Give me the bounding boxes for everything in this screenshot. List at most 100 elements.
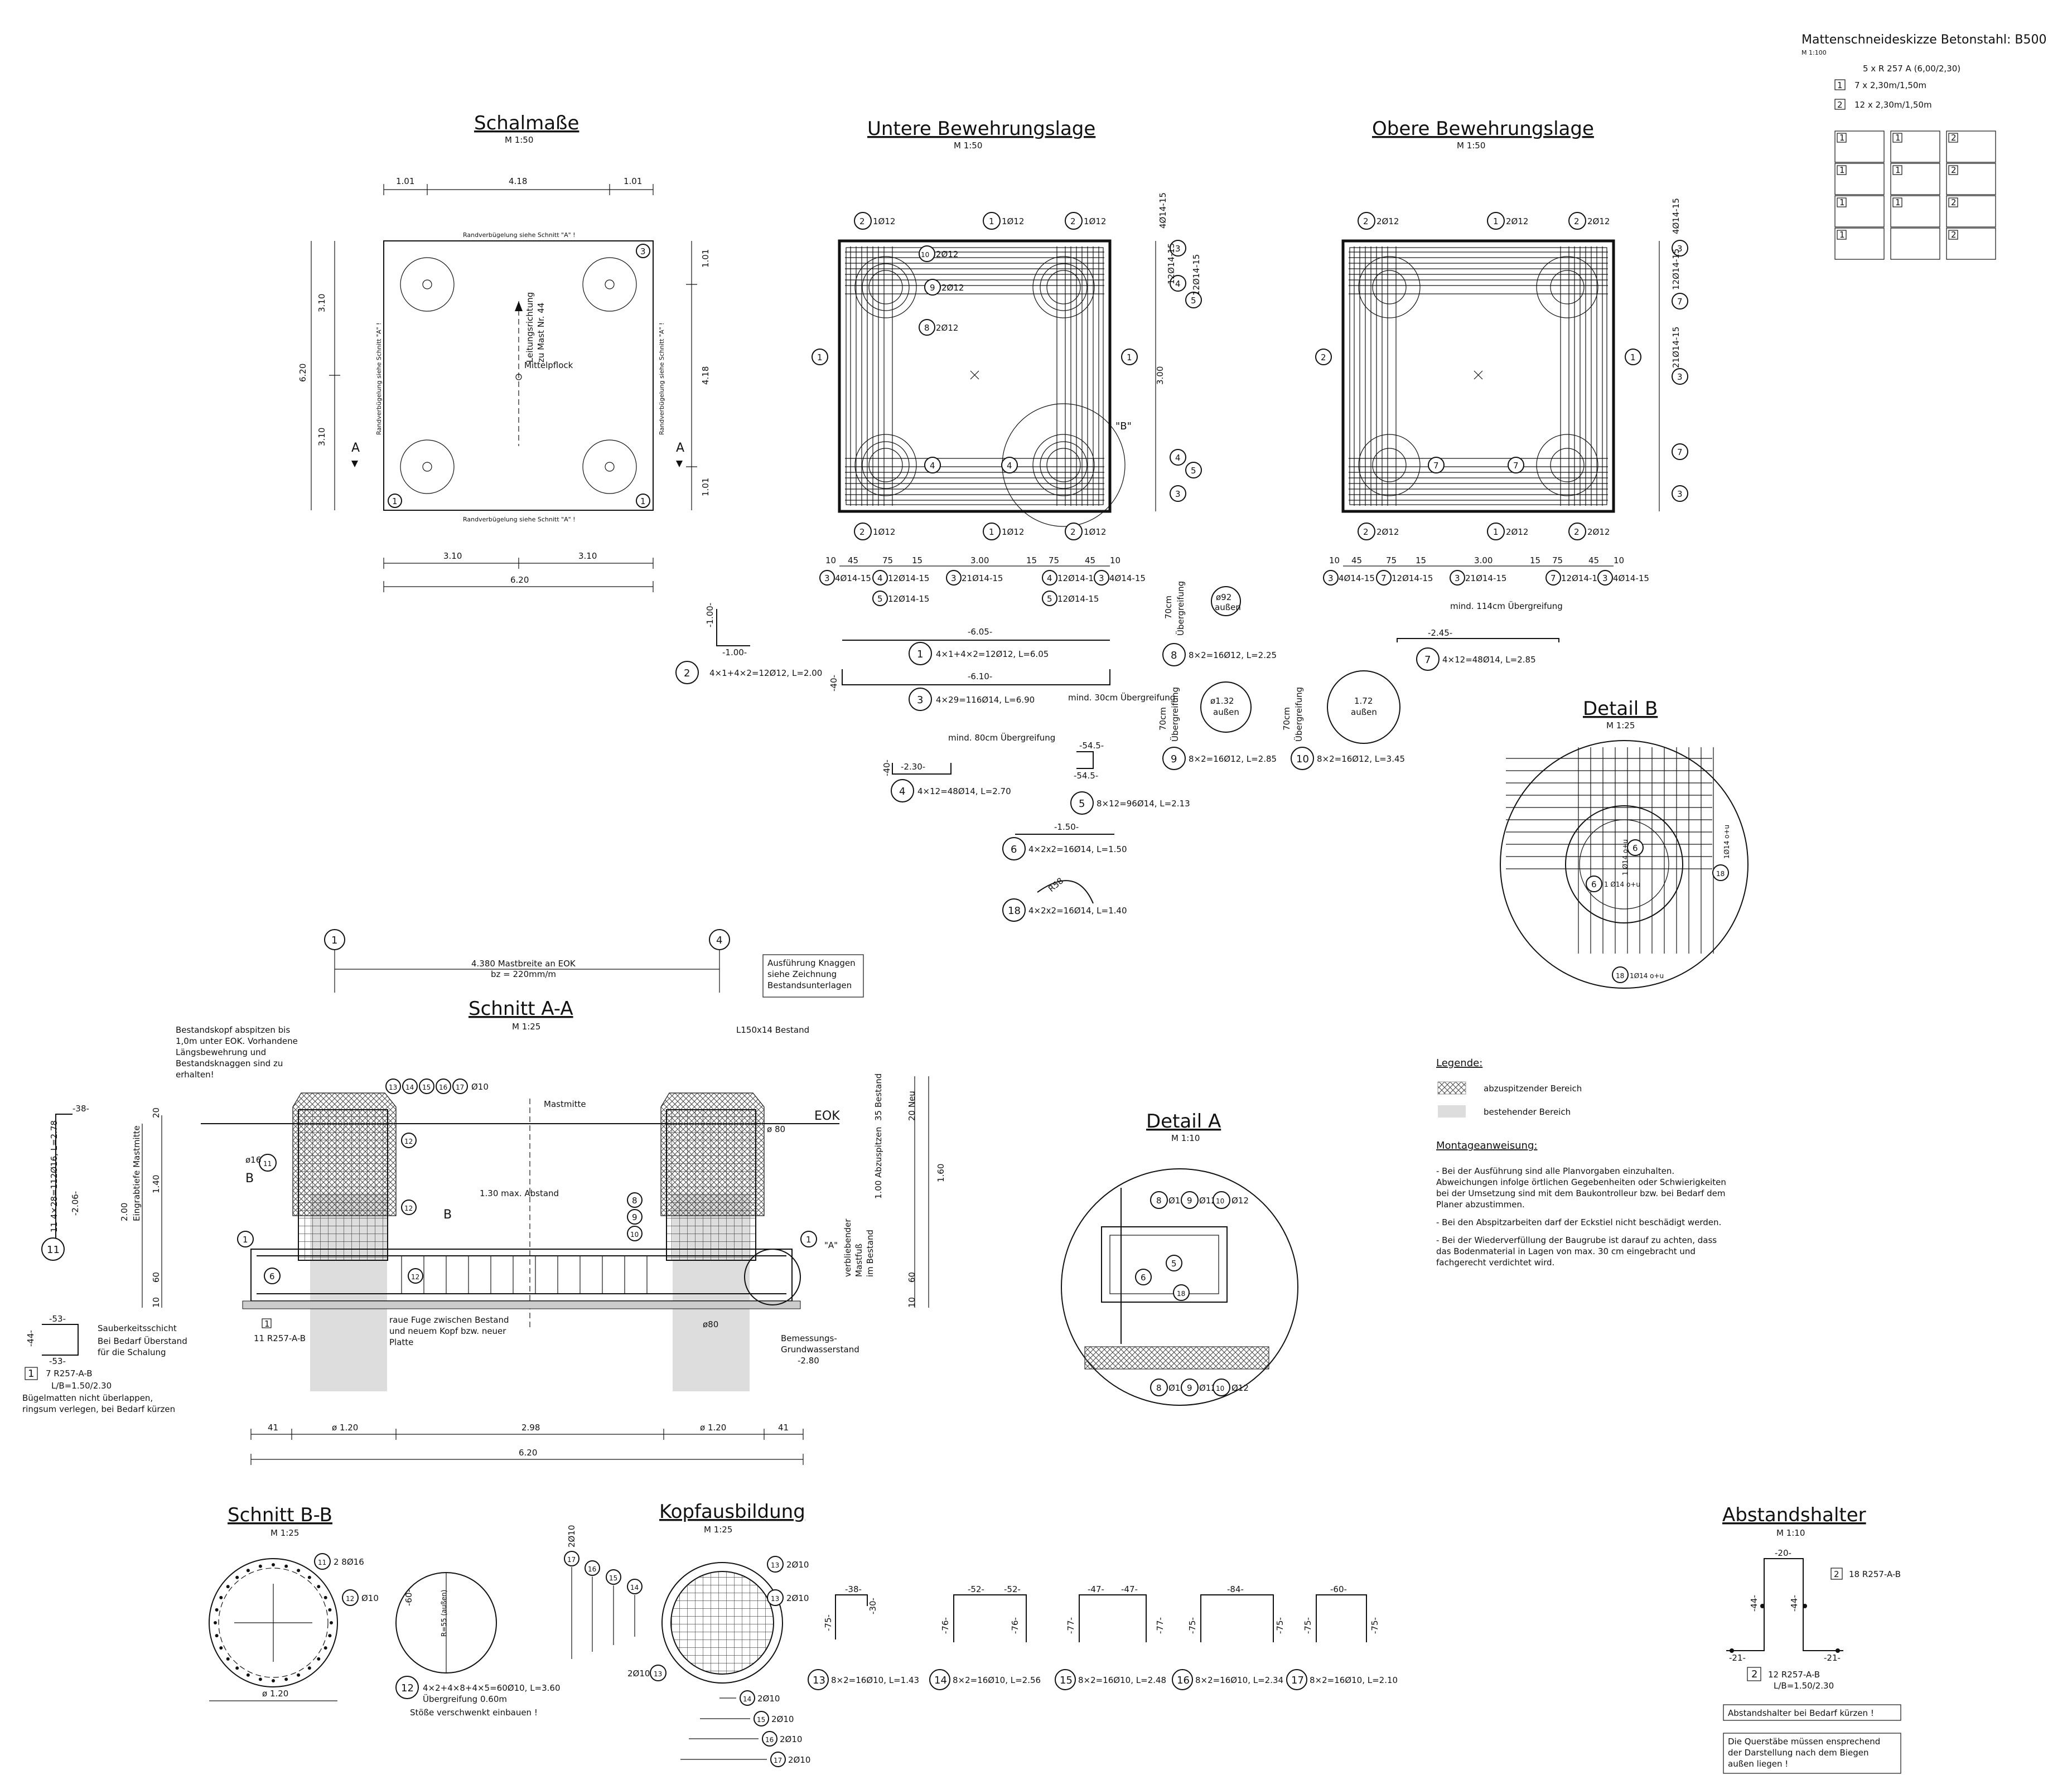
svg-text:10: 10 [1614,555,1624,565]
svg-text:-44-: -44- [1789,1595,1799,1612]
svg-text:11: 11 [47,1244,60,1256]
svg-text:L/B=1.50/2.30: L/B=1.50/2.30 [1774,1681,1834,1691]
svg-text:der Darstellung nach dem Biege: der Darstellung nach dem Biegen [1728,1748,1868,1758]
svg-text:L150x14 Bestand: L150x14 Bestand [736,1025,809,1035]
obere-scale: M 1:50 [1457,141,1485,151]
schnitt-aa-tags: 13 14 15 16 17 Ø10 12 12 12 11 ø16 1 6 8… [237,1078,817,1284]
svg-text:7: 7 [1424,654,1431,666]
svg-text:Ausführung Knaggen: Ausführung Knaggen [767,958,856,968]
svg-text:-75-: -75- [1187,1617,1197,1634]
svg-text:8: 8 [632,1196,637,1206]
detail-b-title: Detail B [1583,698,1658,720]
svg-text:-77-: -77- [1066,1617,1076,1634]
detail-b-mark: "B" [1115,420,1132,432]
svg-text:75: 75 [1386,555,1397,565]
svg-text:-77-: -77- [1155,1617,1165,1634]
svg-text:2: 2 [1574,527,1580,537]
schal-total: 6.20 [510,575,529,585]
svg-text:-20-: -20- [1775,1548,1791,1558]
svg-text:1: 1 [1493,216,1499,226]
schal-right-dim-1: 1.01 [701,249,711,268]
svg-text:21Ø14-15: 21Ø14-15 [1671,327,1681,368]
svg-text:11: 11 [318,1559,326,1566]
svg-text:4: 4 [1047,573,1052,583]
svg-text:5: 5 [1079,798,1085,810]
svg-text:8×2=16Ø10, L=1.43: 8×2=16Ø10, L=1.43 [831,1675,919,1685]
montage-items: - Bei der Ausführung sind alle Planvorga… [1436,1166,1726,1268]
svg-text:ø80: ø80 [703,1319,718,1329]
svg-text:70cm: 70cm [1163,596,1173,619]
svg-text:außen liegen !: außen liegen ! [1728,1759,1788,1769]
svg-text:1: 1 [817,352,823,362]
svg-text:2: 2 [1834,1569,1839,1579]
svg-text:Ø12: Ø12 [1231,1196,1249,1206]
svg-text:2Ø12: 2Ø12 [1587,216,1610,226]
svg-text:Längsbewehrung und: Längsbewehrung und [176,1047,266,1057]
svg-text:7: 7 [1513,461,1519,471]
svg-text:-52-: -52- [968,1584,984,1594]
svg-text:2Ø10: 2Ø10 [786,1593,809,1603]
montage-line: - Bei der Ausführung sind alle Planvorga… [1436,1166,1674,1176]
svg-text:1Ø14 o+u: 1Ø14 o+u [1630,972,1664,980]
svg-text:8: 8 [924,323,930,333]
untere-scale: M 1:50 [954,141,982,151]
schal-right-dim-2: 4.18 [701,366,711,385]
detail-b-grid [1506,747,1714,954]
matten-cell: 2 [1951,230,1957,240]
schal-bottom-dim-2: 3.10 [578,551,597,561]
untere-piles [854,256,1095,496]
svg-text:-2.30-: -2.30- [901,762,925,772]
schalmasse-view: Schalmaße M 1:50 1.01 4.18 1.01 3.10 3.1… [298,112,711,592]
svg-text:1: 1 [1127,352,1132,362]
matten-line1: 5 x R 257 A (6,00/2,30) [1863,64,1960,74]
svg-text:ringsum verlegen, bei Bedarf k: ringsum verlegen, bei Bedarf kürzen [22,1404,175,1414]
svg-text:1Ø12: 1Ø12 [873,216,895,226]
svg-text:R=55 (außen): R=55 (außen) [440,1590,448,1637]
svg-text:Ø12: Ø12 [1231,1383,1249,1393]
untere-rebar-grid [845,246,1104,506]
svg-text:18: 18 [1008,905,1021,917]
svg-text:Grundwasserstand: Grundwasserstand [781,1344,859,1355]
svg-text:3: 3 [640,246,646,257]
svg-text:4Ø14-15: 4Ø14-15 [1109,573,1146,583]
svg-text:-54.5-: -54.5- [1074,771,1098,781]
svg-text:6.20: 6.20 [519,1448,537,1458]
svg-text:2: 2 [1070,527,1076,537]
svg-text:mind. 114cm Übergreifung: mind. 114cm Übergreifung [1450,601,1563,611]
svg-text:15: 15 [1530,555,1540,565]
svg-text:8: 8 [1171,650,1177,661]
svg-text:"A": "A" [824,1240,838,1250]
svg-text:-53-: -53- [49,1356,66,1366]
svg-text:3: 3 [1677,489,1683,499]
svg-text:R58: R58 [1046,876,1065,894]
bar3-label: 4×29=116Ø14, L=6.90 [936,695,1035,705]
svg-text:4.380 Mastbreite an EOK: 4.380 Mastbreite an EOK [471,959,576,969]
svg-text:1: 1 [806,1235,812,1245]
svg-text:1Ø12: 1Ø12 [1002,216,1024,226]
svg-text:13: 13 [813,1675,825,1686]
svg-text:-2.06-: -2.06- [70,1191,80,1216]
svg-text:2Ø12: 2Ø12 [1506,527,1528,537]
svg-text:-40-: -40- [882,760,892,776]
schal-rand-left: Randverbügelung siehe Schnitt "A" ! [375,322,383,435]
svg-text:2: 2 [1363,527,1369,537]
matten-cell: 2 [1951,197,1957,207]
svg-text:Übergreifung 0.60m: Übergreifung 0.60m [423,1694,507,1704]
svg-text:8×2=16Ø10, L=2.48: 8×2=16Ø10, L=2.48 [1078,1675,1166,1685]
schal-left-total: 6.20 [298,364,308,382]
svg-text:Legende:: Legende: [1436,1057,1482,1069]
svg-text:15: 15 [757,1716,765,1724]
svg-text:10: 10 [907,1297,917,1308]
svg-text:Bestandsknaggen sind zu: Bestandsknaggen sind zu [176,1058,283,1068]
untere-title: Untere Bewehrungslage [867,118,1095,140]
svg-text:4Ø14-15: 4Ø14-15 [1158,192,1168,229]
svg-text:1.30 max. Abstand: 1.30 max. Abstand [480,1188,559,1198]
svg-text:2Ø12: 2Ø12 [1376,527,1399,537]
svg-text:6: 6 [1141,1273,1146,1283]
svg-text:1: 1 [989,216,994,226]
montage-line: fachgerecht verdichtet wird. [1436,1258,1554,1268]
svg-text:außen: außen [1351,707,1377,717]
svg-text:6: 6 [1011,844,1017,855]
svg-text:21Ø14-15: 21Ø14-15 [1465,573,1506,583]
svg-text:9: 9 [1187,1196,1192,1206]
